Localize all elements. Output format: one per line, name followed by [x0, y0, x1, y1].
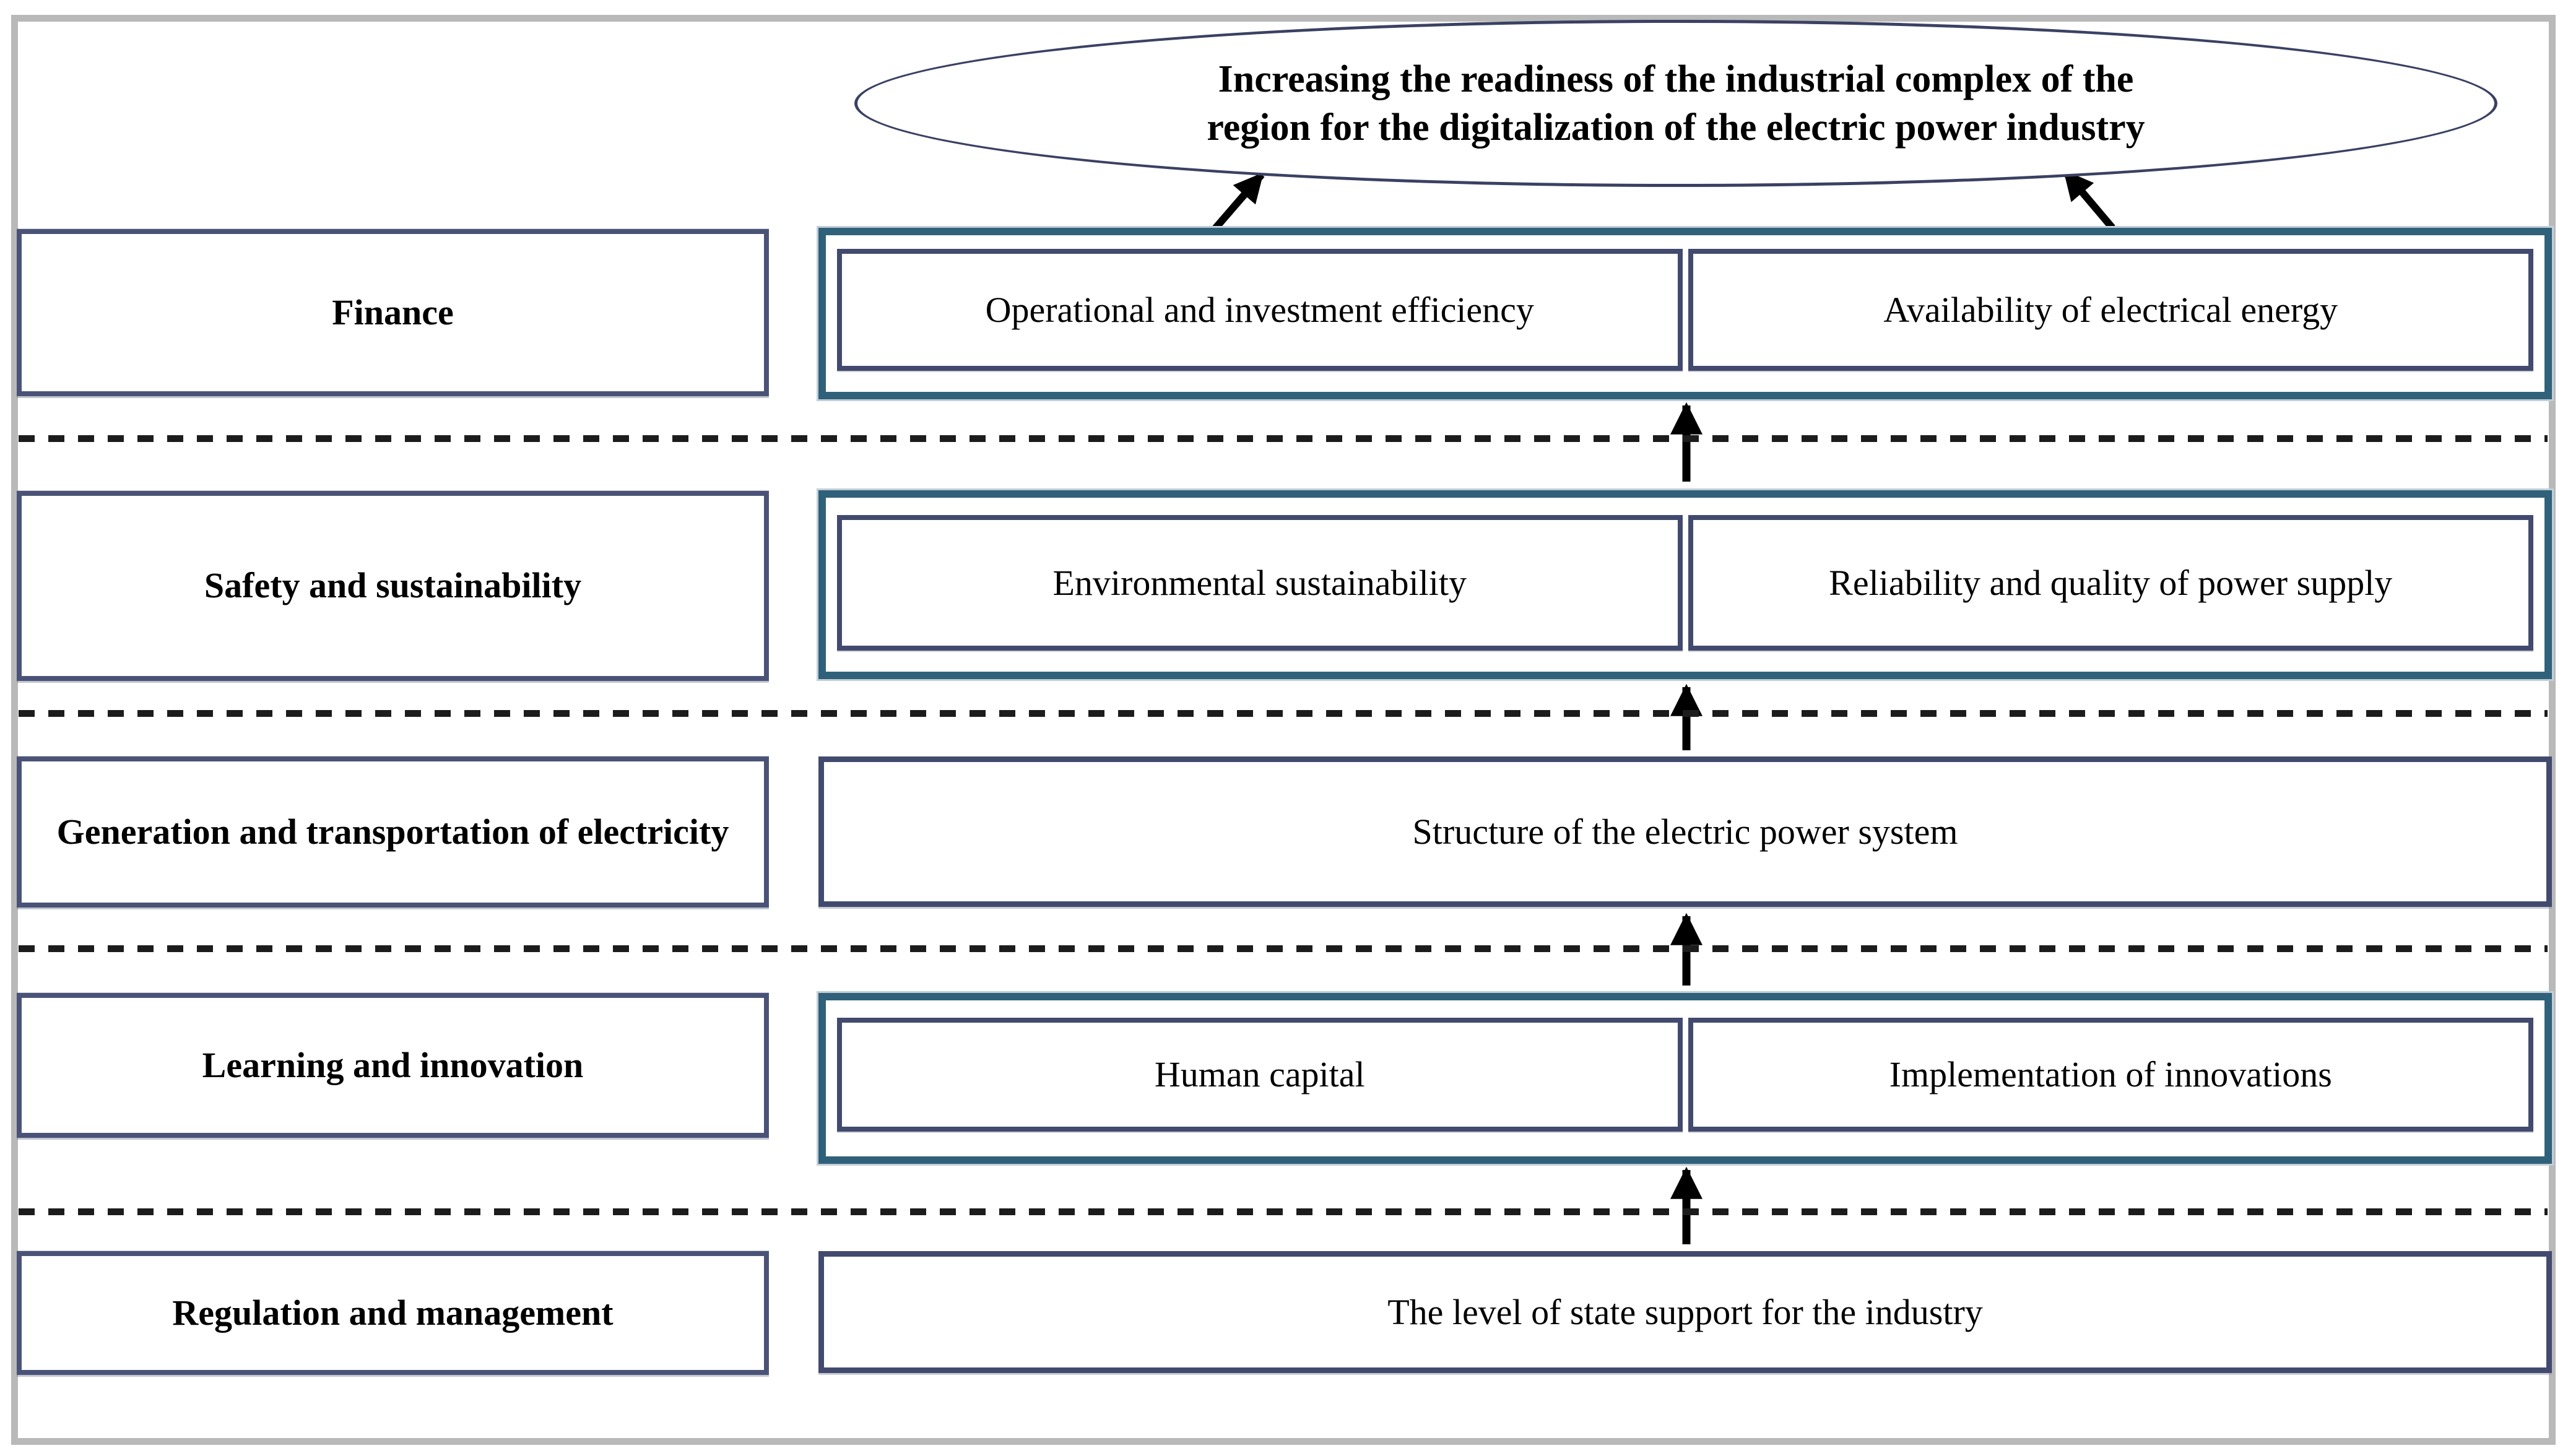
indicator-box-availability-electrical-energy: Availability of electrical energy	[1688, 249, 2533, 371]
indicator-group-safety: Environmental sustainability Reliability…	[818, 490, 2552, 679]
indicator-box-reliability-quality-power-supply: Reliability and quality of power supply	[1688, 515, 2533, 651]
row-separator-1	[19, 435, 2548, 442]
indicator-group-learning: Human capital Implementation of innovati…	[818, 993, 2552, 1164]
category-box-finance: Finance	[17, 229, 769, 396]
indicator-box-environmental-sustainability: Environmental sustainability	[837, 515, 1683, 651]
category-box-safety: Safety and sustainability	[17, 491, 769, 681]
goal-text-line1: Increasing the readiness of the industri…	[1218, 58, 2134, 100]
arrow-finance-to-goal-left	[1212, 172, 1265, 232]
row-separator-3	[19, 945, 2548, 952]
goal-ellipse: Increasing the readiness of the industri…	[854, 20, 2497, 187]
indicator-box-state-support-level: The level of state support for the indus…	[818, 1251, 2552, 1373]
row-separator-2	[19, 710, 2548, 717]
category-box-learning: Learning and innovation	[17, 993, 769, 1138]
indicator-group-finance: Operational and investment efficiency Av…	[818, 228, 2552, 399]
row-separator-4	[19, 1208, 2548, 1215]
goal-text-line2: region for the digitalization of the ele…	[1207, 106, 2145, 149]
category-box-generation: Generation and transportation of electri…	[17, 756, 769, 908]
category-box-regulation: Regulation and management	[17, 1251, 769, 1375]
indicator-box-implementation-innovations: Implementation of innovations	[1688, 1018, 2533, 1132]
indicator-box-operational-investment-efficiency: Operational and investment efficiency	[837, 249, 1683, 371]
arrow-finance-to-goal-right	[2062, 170, 2115, 230]
indicator-box-human-capital: Human capital	[837, 1018, 1683, 1132]
indicator-box-structure-electric-power-system: Structure of the electric power system	[818, 756, 2552, 907]
